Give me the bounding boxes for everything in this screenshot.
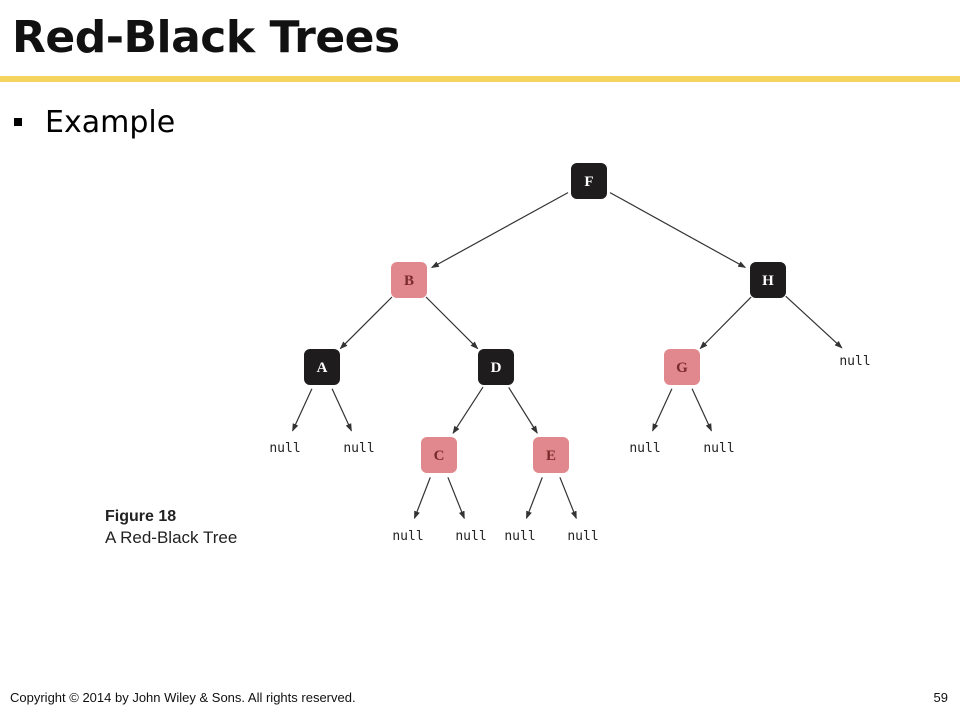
tree-node-c: C — [421, 437, 457, 473]
node-box-black — [750, 262, 786, 298]
edge-C-nC2 — [447, 477, 465, 520]
tree-node-b: B — [391, 262, 427, 298]
null-leaf: null — [567, 529, 598, 544]
node-label: D — [491, 360, 502, 376]
edge-F-H — [609, 192, 747, 268]
tree-node-d: D — [478, 349, 514, 385]
node-box-black — [304, 349, 340, 385]
edge-H-nH — [785, 295, 843, 349]
edge-G-nG2 — [691, 388, 712, 432]
title-divider — [0, 76, 960, 82]
edge-H-G — [699, 296, 752, 350]
bullet-text: Example — [45, 104, 176, 140]
node-box-black — [571, 163, 607, 199]
node-box-red — [421, 437, 457, 473]
tree-node-g: G — [664, 349, 700, 385]
null-leaf: null — [392, 529, 423, 544]
edge-B-A — [339, 296, 393, 350]
edge-A-nA1 — [292, 388, 313, 432]
edge-E-nE1 — [525, 477, 543, 520]
edge-E-nE2 — [559, 477, 577, 520]
figure-caption-text: A Red-Black Tree — [105, 528, 238, 547]
edge-F-B — [430, 192, 569, 269]
figure-caption: Figure 18 A Red-Black Tree — [105, 506, 237, 548]
node-label: E — [546, 448, 556, 464]
edge-D-C — [452, 386, 484, 435]
edge-D-E — [508, 387, 538, 434]
null-leaf: null — [839, 354, 870, 369]
null-leaf: null — [269, 441, 300, 456]
node-label: F — [584, 174, 593, 190]
null-leaf: null — [343, 441, 374, 456]
slide-title: Red-Black Trees — [12, 12, 400, 63]
null-leaf: null — [703, 441, 734, 456]
page-number: 59 — [933, 690, 948, 705]
node-box-red — [533, 437, 569, 473]
tree-node-h: H — [750, 262, 786, 298]
edge-A-nA2 — [331, 388, 352, 432]
figure-label: Figure 18 — [105, 508, 177, 525]
node-box-red — [391, 262, 427, 298]
edge-C-nC1 — [413, 477, 431, 520]
node-label: C — [434, 448, 445, 464]
square-bullet-icon — [14, 118, 22, 126]
node-label: A — [317, 360, 328, 376]
node-label: H — [762, 273, 774, 289]
tree-node-f: F — [571, 163, 607, 199]
null-leaf: null — [455, 529, 486, 544]
edge-G-nG1 — [652, 388, 673, 432]
node-box-red — [664, 349, 700, 385]
null-leaf: null — [504, 529, 535, 544]
node-box-black — [478, 349, 514, 385]
node-label: G — [676, 360, 688, 376]
bullet-item: Example — [14, 104, 175, 140]
tree-node-a: A — [304, 349, 340, 385]
node-label: B — [404, 273, 414, 289]
footer-copyright: Copyright © 2014 by John Wiley & Sons. A… — [10, 690, 356, 705]
edge-B-D — [425, 296, 479, 350]
null-leaf: null — [629, 441, 660, 456]
tree-node-e: E — [533, 437, 569, 473]
